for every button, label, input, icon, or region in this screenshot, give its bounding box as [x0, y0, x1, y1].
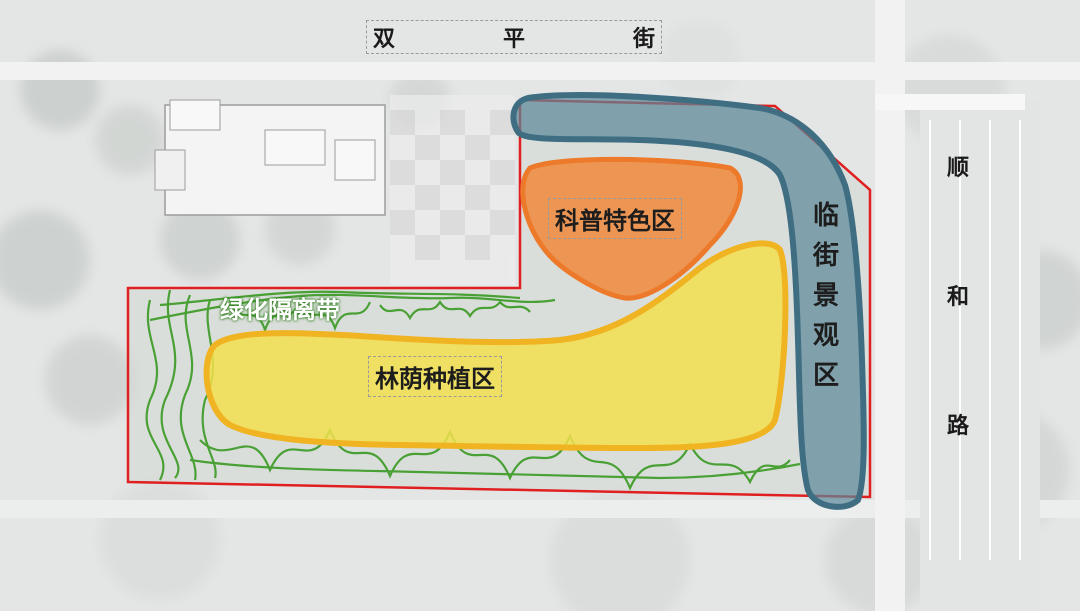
street-landscape-zone-label: 临 街 景 观 区: [806, 196, 846, 396]
east-street-char-2: 和: [946, 285, 969, 310]
science-zone-shape: [520, 156, 743, 301]
street-landscape-zone-shape: [510, 92, 867, 510]
street-landscape-char-1: 临: [812, 201, 839, 231]
green-belt-zone: [145, 289, 801, 491]
shade-planting-zone-label: 林荫种植区: [368, 356, 502, 397]
east-street-char-3: 路: [946, 414, 969, 439]
north-street-char-2: 平: [502, 27, 525, 52]
east-street-name: 顺 和 路: [938, 150, 978, 440]
north-street-char-1: 双: [373, 27, 396, 52]
east-street-char-1: 顺: [946, 156, 969, 181]
north-street-name: 双 平 街: [366, 20, 662, 54]
street-landscape-char-2: 街: [812, 241, 839, 271]
green-belt-zone-label: 绿化隔离带: [220, 296, 340, 324]
street-landscape-char-3: 景: [812, 281, 839, 311]
street-landscape-char-4: 观: [812, 321, 839, 351]
street-landscape-char-5: 区: [812, 361, 839, 391]
science-zone-label: 科普特色区: [548, 198, 682, 239]
shade-planting-zone-shape: [203, 240, 789, 452]
north-street-char-3: 街: [632, 27, 655, 52]
